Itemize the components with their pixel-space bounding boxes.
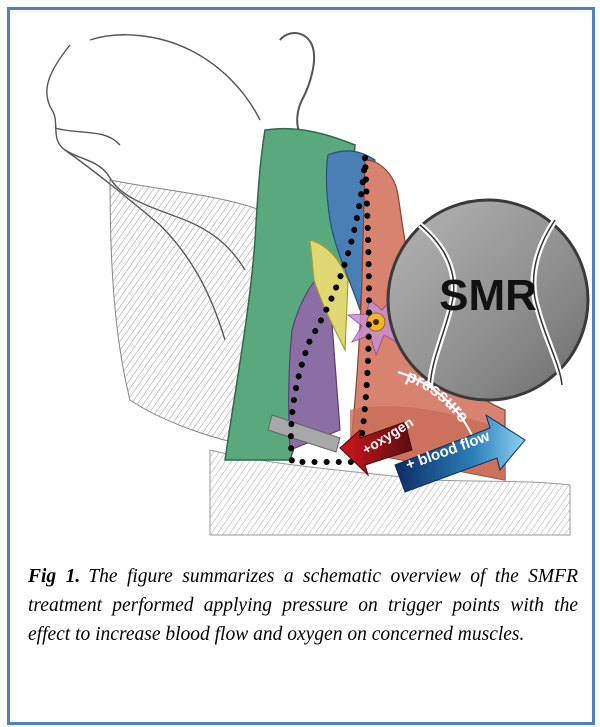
- figure-frame: SMR pressure +oxygen + blood flow Fig 1.…: [7, 7, 595, 725]
- lower-neck-base: [210, 450, 570, 535]
- neck-anatomy-illustration: SMR pressure +oxygen + blood flow: [10, 10, 592, 540]
- caption-text: The figure summarizes a schematic overvi…: [28, 566, 578, 645]
- figure-label: Fig 1.: [28, 566, 80, 587]
- figure-caption: Fig 1.The figure summarizes a schematic …: [28, 562, 578, 649]
- ball-label: SMR: [439, 271, 537, 320]
